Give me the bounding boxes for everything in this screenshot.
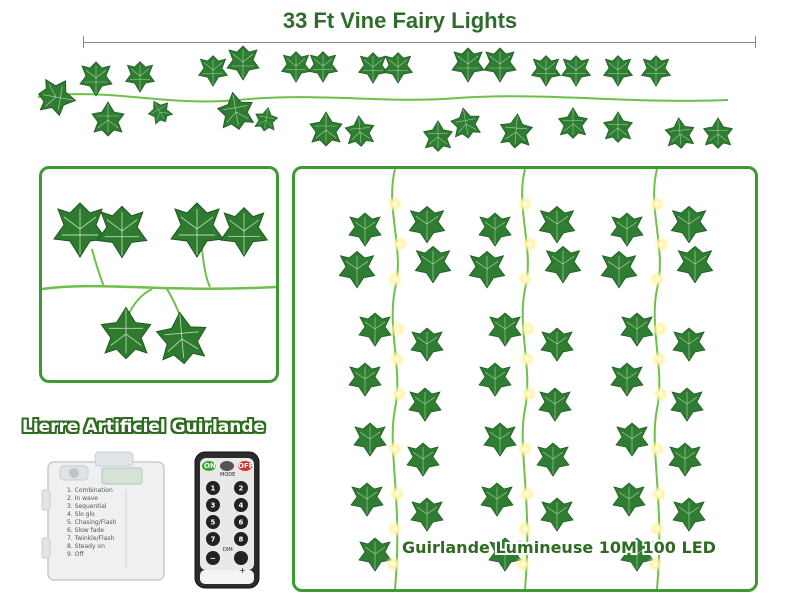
key-7-label: 7 (211, 536, 216, 544)
mode-item: 2. In wave (67, 495, 98, 502)
mode-item: 8. Steady on (67, 543, 105, 550)
lit-vines-image (295, 169, 755, 589)
key-6[interactable] (234, 515, 248, 529)
mode-item: 5. Chasing/Flash (67, 519, 117, 526)
closeup-panel (39, 166, 279, 383)
ivy-vine-top (35, 45, 733, 152)
measure-tick-right (755, 36, 756, 48)
mode-button-label: MODE (220, 472, 235, 478)
mode-item: 7. Twinkle/Flash (67, 535, 114, 542)
key-2[interactable] (234, 481, 248, 495)
battery-box: 1. Combination 2. In wave 3. Sequential … (41, 451, 165, 581)
product-label-right: Guirlande Lumineuse 10M 100 LED (402, 538, 716, 557)
key-7[interactable] (206, 532, 220, 546)
remote-control: ON OFF MODE 1 2 3 4 5 6 7 8 DIM − + (194, 451, 260, 589)
key-1-label: 1 (211, 485, 216, 493)
key-5-label: 5 (211, 519, 216, 527)
key-4-label: 4 (239, 502, 244, 510)
key-8[interactable] (234, 532, 248, 546)
lit-vines-panel (292, 166, 758, 592)
mode-item: 1. Combination (67, 487, 113, 494)
key-1[interactable] (206, 481, 220, 495)
mode-item: 9. Off (67, 551, 84, 558)
product-label-left: Lierre Artificiel Guirlande (22, 417, 266, 437)
key-2-label: 2 (239, 485, 244, 493)
dim-minus-button[interactable] (206, 551, 220, 565)
measure-line (83, 42, 755, 43)
dim-minus-label: − (210, 555, 216, 563)
on-button[interactable] (202, 461, 216, 471)
dim-label: DIM (223, 547, 233, 553)
key-3-label: 3 (211, 502, 216, 510)
page-title: 33 Ft Vine Fairy Lights (282, 8, 518, 33)
key-8-label: 8 (239, 536, 244, 544)
ivy-closeup-image (42, 202, 276, 367)
mode-item: 6. Slow fade (67, 527, 104, 534)
off-button-label: OFF (238, 462, 254, 470)
off-button[interactable] (238, 461, 252, 471)
mode-button[interactable] (220, 461, 234, 471)
on-button-label: ON (204, 462, 216, 470)
key-4[interactable] (234, 498, 248, 512)
key-6-label: 6 (239, 519, 244, 527)
mode-item: 3. Sequential (67, 503, 107, 510)
dim-plus-label: + (239, 566, 246, 575)
key-5[interactable] (206, 515, 220, 529)
key-3[interactable] (206, 498, 220, 512)
mode-item: 4. Slo glo (67, 511, 95, 518)
measure-tick-left (83, 36, 84, 48)
dim-plus-button[interactable] (234, 551, 248, 565)
